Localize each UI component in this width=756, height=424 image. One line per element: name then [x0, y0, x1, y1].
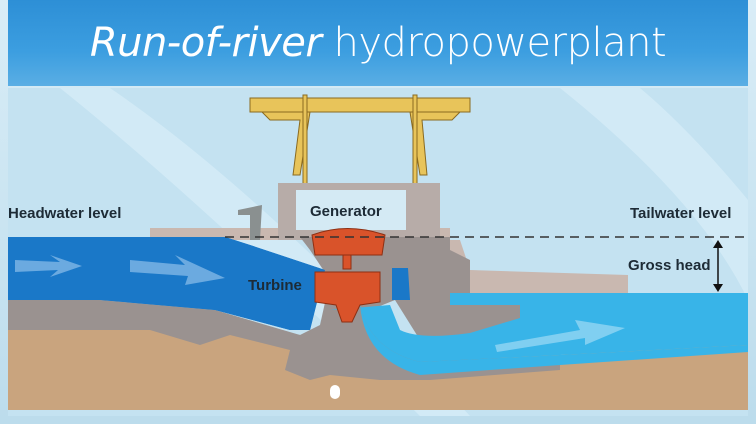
background-swoosh: [560, 88, 748, 300]
turbine-runner: [314, 271, 381, 323]
title-rest: hydropowerplant: [321, 20, 667, 66]
generator-rotor: [311, 228, 386, 256]
tail-structure: [440, 240, 628, 300]
powerhouse: [238, 183, 440, 240]
intake-water: [8, 237, 325, 330]
label-turbine: Turbine: [248, 277, 302, 294]
flow-arrow-icon: [495, 320, 625, 352]
generator-turbine-unit: [311, 228, 386, 323]
tailwater: [330, 293, 748, 362]
dam-structure: [8, 237, 560, 380]
flow-arrow-icon: [130, 255, 225, 285]
label-gross-head: Gross head: [628, 257, 711, 274]
label-tailwater: Tailwater level: [630, 205, 731, 222]
label-generator: Generator: [310, 203, 382, 220]
side-chamber: [392, 268, 410, 300]
title-bar: Run-of-river hydropowerplant: [8, 0, 748, 86]
gantry-crane: [249, 94, 471, 196]
slide-title: Run-of-river hydropowerplant: [89, 20, 667, 66]
label-headwater: Headwater level: [8, 205, 121, 222]
flow-arrow-icon: [15, 255, 82, 277]
draft-tube: [330, 305, 748, 375]
gallery: [330, 385, 340, 399]
title-italic: Run-of-river: [89, 20, 322, 66]
